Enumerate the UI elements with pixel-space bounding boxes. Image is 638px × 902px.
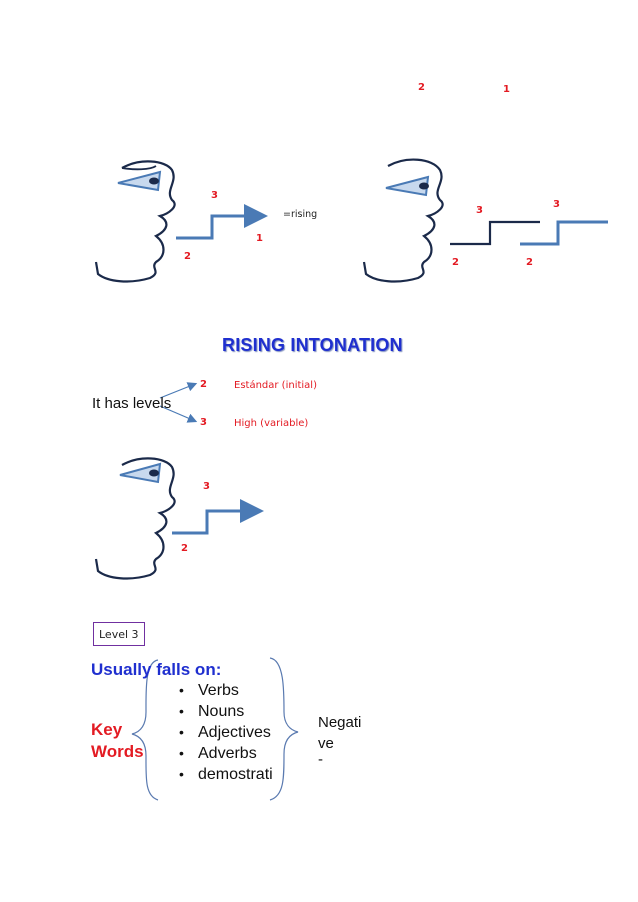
key-words-line-2: Words: [91, 742, 144, 761]
rising-step-line-1: [176, 204, 268, 240]
list-item: Verbs: [177, 680, 273, 701]
left-curly-brace: [131, 659, 159, 801]
level-2-num: 2: [200, 379, 207, 390]
level-3-num: 3: [200, 417, 207, 428]
eye-pupil-3: [149, 469, 159, 477]
d1-level-left: 2: [184, 251, 191, 262]
levels-lead: It has levels: [92, 395, 172, 412]
face-profile-3: [94, 457, 176, 580]
d2-level-high-left: 3: [476, 205, 483, 216]
d3-level-low: 2: [181, 543, 188, 554]
negative-line-2: ve: [318, 735, 334, 752]
negative-label: Negati ve -: [318, 712, 362, 768]
negative-line-1: Negati: [318, 714, 362, 731]
word-class-list: Verbs Nouns Adjectives Adverbs demostrat…: [177, 680, 273, 785]
right-curly-brace: [269, 657, 299, 801]
double-step-line: [450, 220, 608, 246]
falls-on-heading: Usually falls on:: [91, 660, 222, 679]
rising-label: =rising: [283, 209, 318, 220]
d1-level-high: 3: [211, 190, 218, 201]
face-profile-2: [362, 158, 444, 283]
d2-level-low-left: 2: [452, 257, 459, 268]
level-2-desc: Estándar (initial): [234, 380, 317, 391]
level-3-desc: High (variable): [234, 418, 309, 429]
top-label-1: 1: [503, 84, 510, 95]
eye-pupil-2: [419, 182, 429, 190]
arrow-to-level-2: [159, 382, 198, 399]
list-item: demostrati: [177, 764, 273, 785]
key-words-label: Key Words: [91, 719, 144, 763]
face-profile-1: [94, 160, 176, 283]
page-title: RISING INTONATION: [222, 335, 403, 355]
d3-level-high: 3: [203, 481, 210, 492]
negative-line-3: -: [318, 751, 323, 768]
eye-pupil-1: [149, 177, 159, 185]
list-item: Adjectives: [177, 722, 273, 743]
top-label-2: 2: [418, 82, 425, 93]
list-item: Adverbs: [177, 743, 273, 764]
d2-level-high-right: 3: [553, 199, 560, 210]
key-words-line-1: Key: [91, 720, 123, 739]
list-item: Nouns: [177, 701, 273, 722]
level-3-box: Level 3: [93, 622, 145, 646]
d2-level-low-right: 2: [526, 257, 533, 268]
rising-step-line-3: [172, 499, 264, 535]
arrow-to-level-3: [159, 405, 198, 423]
d1-level-right: 1: [256, 233, 263, 244]
